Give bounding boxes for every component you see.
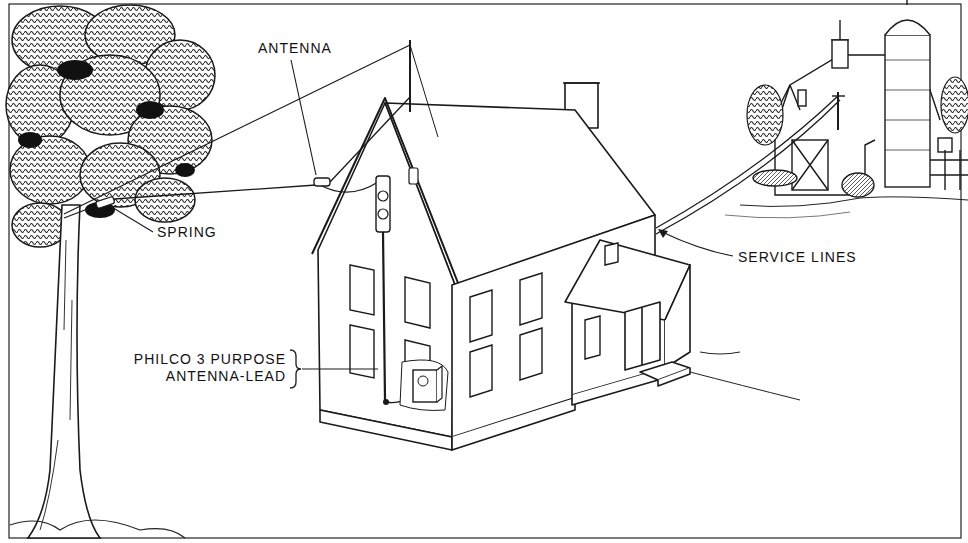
callout-label: PHILCO 3 PURPOSE ANTENNA-LEAD <box>104 351 286 385</box>
callout-label: SERVICE LINES <box>738 249 857 266</box>
callout-label: SPRING <box>157 224 217 241</box>
callout-label: ANTENNA <box>258 40 332 57</box>
